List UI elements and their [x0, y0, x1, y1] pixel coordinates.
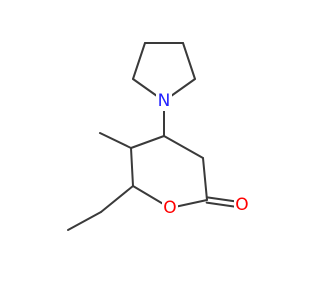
- atom-ring-oxygen: O: [162, 198, 178, 218]
- bond-layer: [67, 42, 244, 231]
- bond-c6-c5: [130, 147, 134, 187]
- bond-ethyl-1: [100, 185, 134, 213]
- atom-carbonyl-oxygen: O: [234, 195, 250, 215]
- atom-ring-oxygen-background: [162, 198, 178, 218]
- atom-ring-oxygen-label: O: [163, 198, 176, 218]
- atom-carbonyl-oxygen-background: [234, 195, 250, 215]
- bond-ethyl-2: [67, 211, 102, 231]
- atom-nitrogen-label: N: [158, 91, 171, 111]
- bond-methyl: [99, 132, 132, 149]
- atom-nitrogen-background: [156, 91, 172, 111]
- bond-pyrrolidine-4: [182, 42, 196, 80]
- molecule-structure-diagram: N O O: [67, 42, 250, 231]
- bond-c3-c2: [202, 157, 208, 201]
- bond-pyrrolidine-2: [132, 42, 146, 80]
- atom-label-layer: N O O: [156, 91, 250, 218]
- bond-c4-c3: [163, 135, 204, 159]
- bond-c5-c4: [130, 135, 165, 149]
- atom-carbonyl-oxygen-label: O: [235, 195, 248, 215]
- atom-nitrogen: N: [156, 91, 172, 111]
